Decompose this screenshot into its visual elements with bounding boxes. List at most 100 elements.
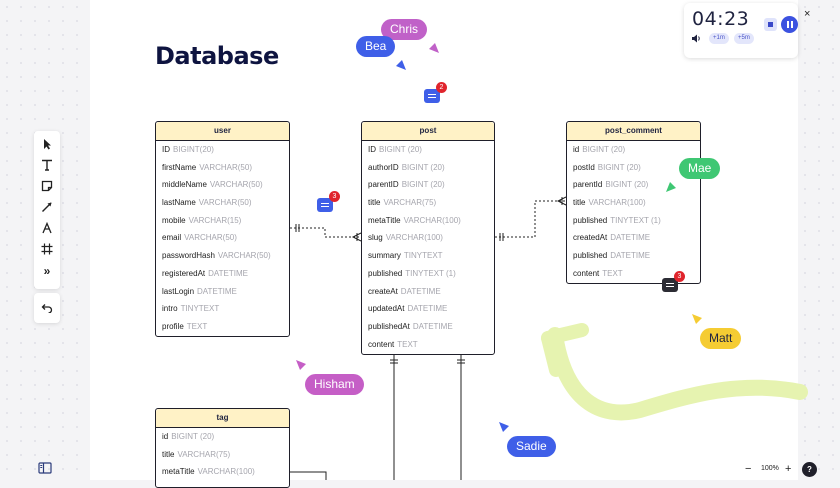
sticky-note-icon[interactable]: [34, 176, 60, 196]
add-one-minute-button[interactable]: +1m: [709, 33, 729, 44]
zoom-out-button[interactable]: −: [745, 463, 752, 475]
field-name: ID: [368, 145, 376, 154]
select-icon[interactable]: [34, 134, 60, 154]
pause-timer-button[interactable]: [781, 16, 798, 33]
comment-bubble-top[interactable]: 2: [424, 82, 447, 103]
help-button[interactable]: ?: [802, 462, 817, 477]
close-timer-button[interactable]: ×: [804, 8, 811, 20]
field-type: VARCHAR(75): [383, 198, 437, 208]
field-type: VARCHAR(50): [217, 251, 271, 261]
field-type: TINYTEXT (1): [405, 268, 456, 278]
field-name: id: [162, 432, 169, 441]
stop-icon: [768, 22, 773, 27]
cursor-label-bea: Bea: [356, 36, 396, 57]
field-type: DATETIME: [208, 268, 248, 278]
field-name: passwordHash: [162, 251, 215, 261]
undo-button[interactable]: [34, 293, 60, 323]
volume-icon[interactable]: [691, 34, 701, 43]
field-name: lastName: [162, 198, 196, 208]
field-type: BIGINT (20): [401, 162, 445, 172]
field-name: published: [573, 251, 608, 261]
undo-icon: [41, 304, 53, 313]
field-type: BIGINT (20): [597, 162, 641, 172]
table-header: post: [362, 122, 494, 141]
sidebar-panel-icon[interactable]: [38, 462, 52, 474]
page-title[interactable]: Database: [155, 42, 279, 70]
cursor-label-matt: Matt: [700, 328, 742, 349]
field-name: lastLogin: [162, 286, 195, 296]
field-type: DATETIME: [407, 304, 448, 314]
field-type: BIGINT (20): [401, 180, 445, 190]
connector-post-comment: [495, 196, 567, 241]
cursor-arrow-matt: [692, 314, 702, 324]
comment-bubble-user-post[interactable]: 3: [317, 191, 340, 212]
field-type: VARCHAR(50): [198, 198, 252, 208]
more-icon[interactable]: »: [43, 264, 51, 278]
text-icon[interactable]: [34, 155, 60, 175]
field-type: BIGINT (20): [379, 145, 422, 154]
cursor-arrow-mae: [666, 182, 676, 192]
field-name: published: [573, 215, 608, 225]
comment-bubble-post-comment[interactable]: 3: [662, 271, 685, 292]
field-name: createAt: [368, 286, 398, 296]
field-type: DATETIME: [412, 321, 453, 331]
zoom-level[interactable]: 100%: [761, 465, 779, 472]
connector-icon[interactable]: [34, 197, 60, 217]
stop-timer-button[interactable]: [764, 18, 777, 31]
field-name: slug: [368, 233, 383, 243]
field-name: email: [162, 233, 182, 243]
field-name: parentId: [573, 180, 603, 190]
left-toolbar: »: [34, 131, 60, 289]
add-five-minutes-button[interactable]: +5m: [734, 33, 754, 44]
field-type: VARCHAR(50): [199, 162, 252, 172]
field-type: VARCHAR(100): [197, 467, 255, 477]
field-name: summary: [368, 251, 401, 261]
pen-icon[interactable]: [34, 218, 60, 238]
field-type: DATETIME: [610, 233, 651, 243]
zoom-in-button[interactable]: +: [785, 463, 792, 475]
field-type: VARCHAR(100): [385, 233, 443, 243]
field-type: TEXT: [397, 339, 418, 349]
frame-icon[interactable]: [34, 239, 60, 259]
connector-user-post: [290, 224, 362, 242]
